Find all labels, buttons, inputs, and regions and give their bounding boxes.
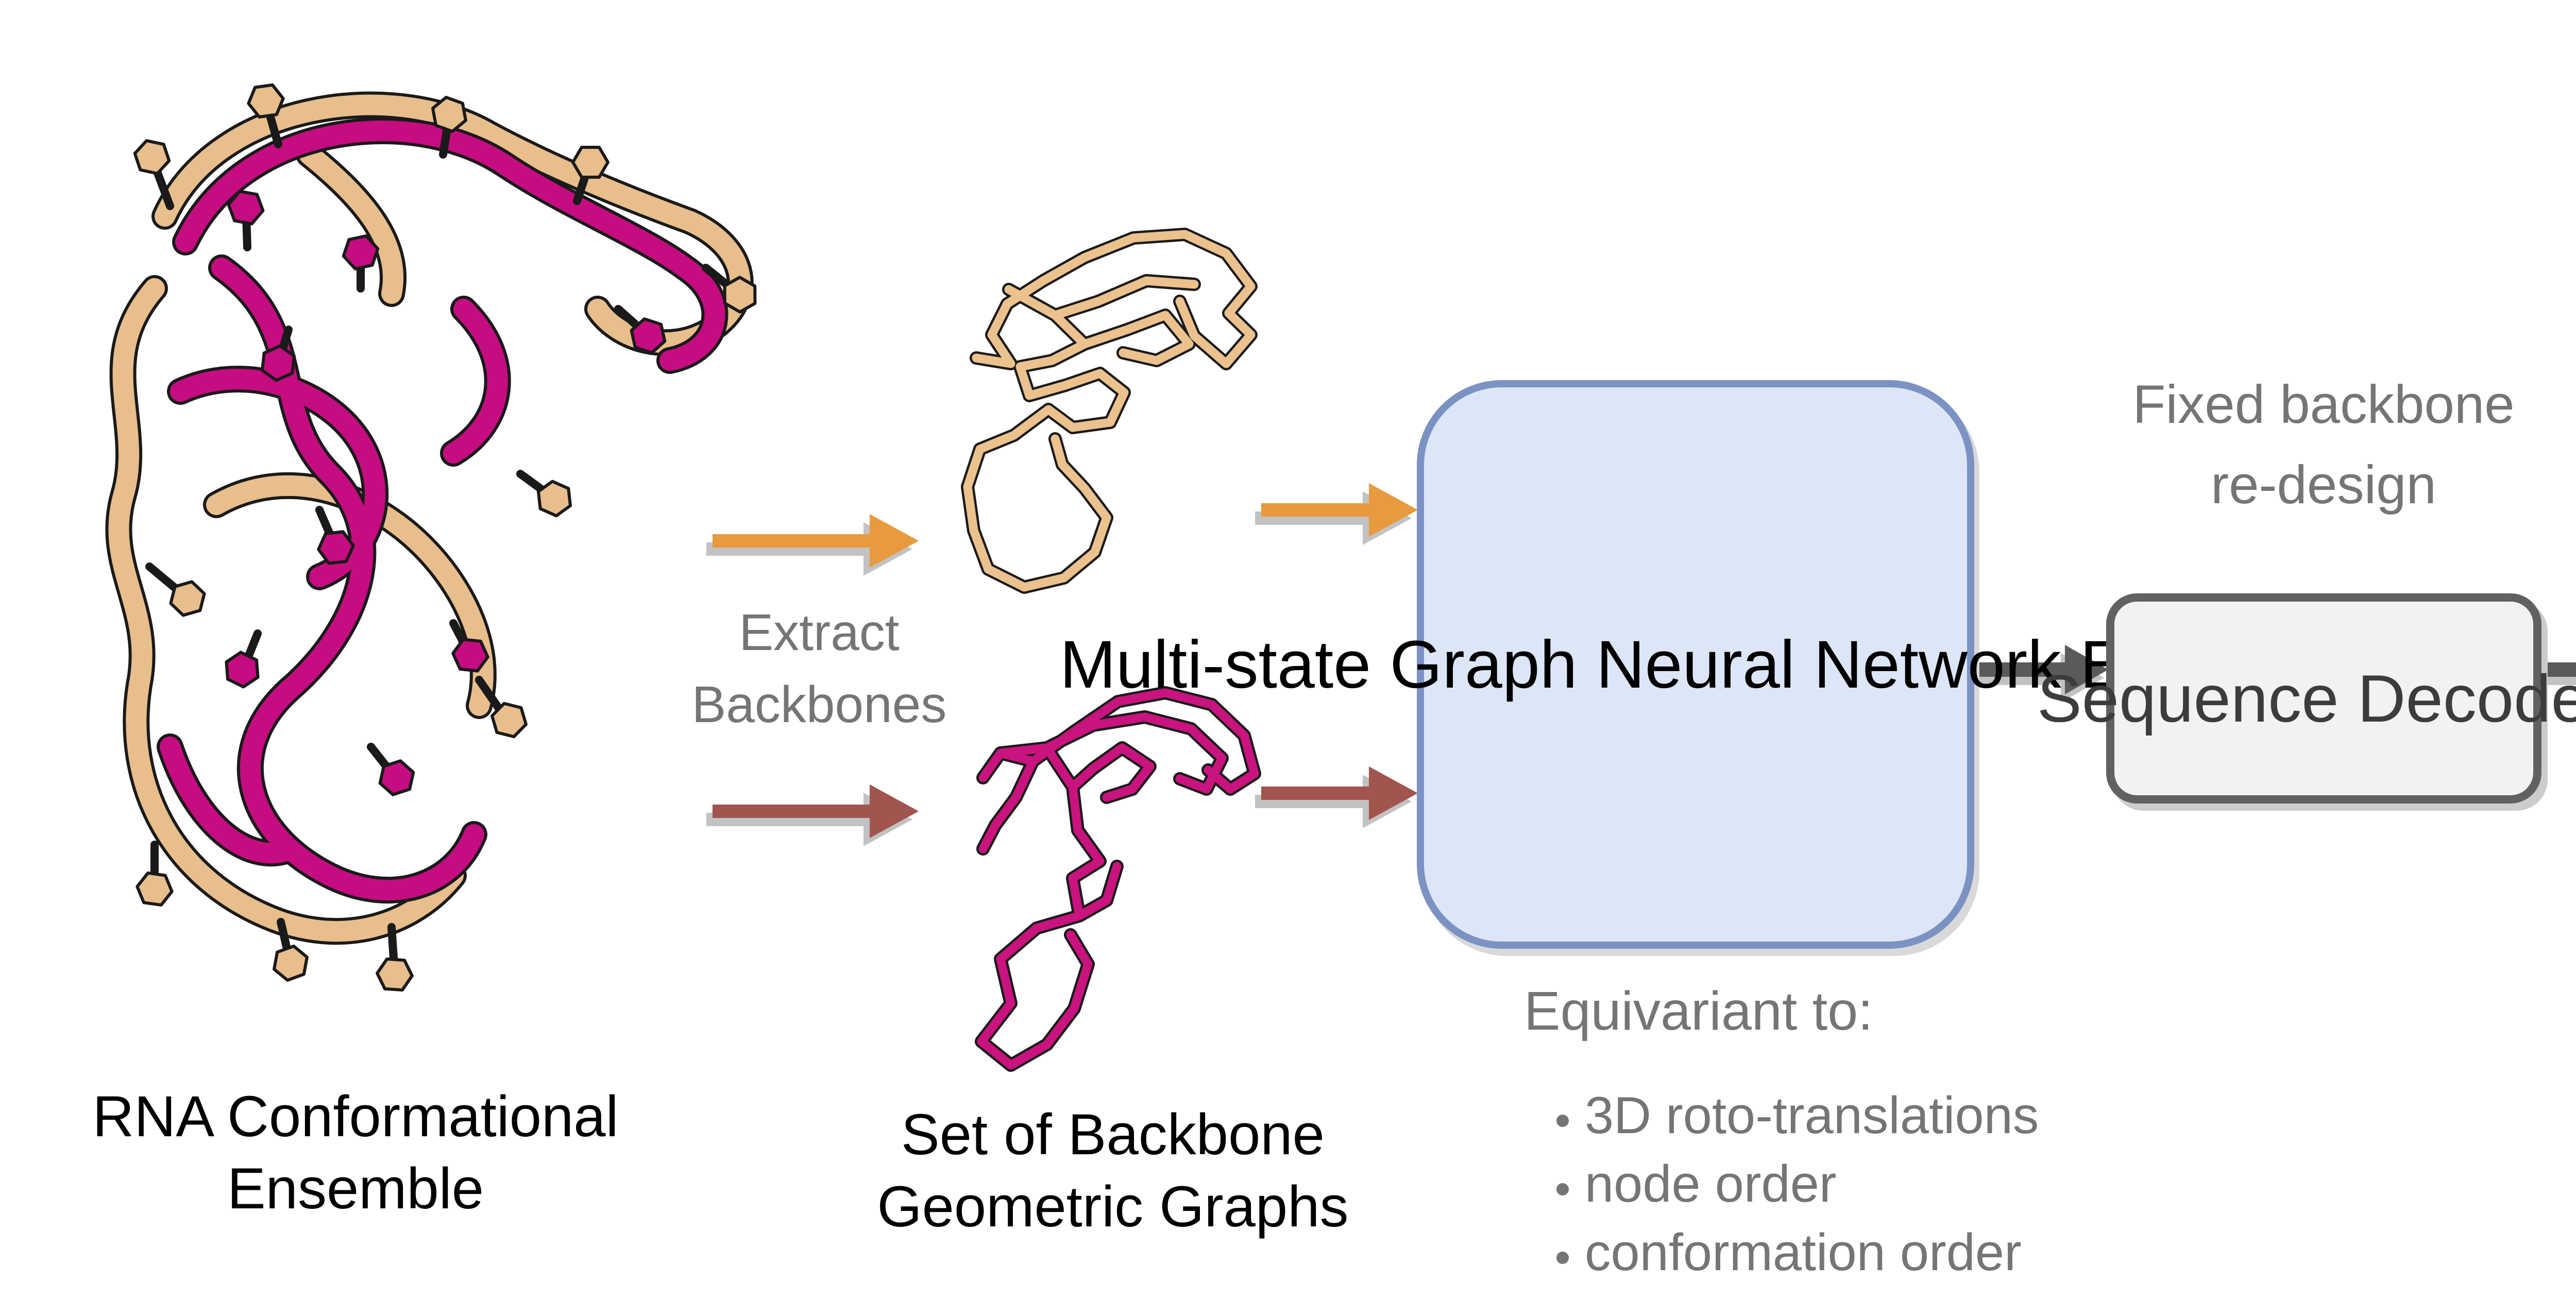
extract-arrow-orange xyxy=(706,514,919,576)
equivariance-item-node-order: node order xyxy=(1585,1150,2039,1219)
equivariance-list: 3D roto-translations node order conforma… xyxy=(1524,1082,2039,1287)
decoder-text-line1: Sequence xyxy=(2037,661,2339,736)
backbone-graphs-label: Set of Backbone Geometric Graphs xyxy=(877,1099,1349,1243)
ensemble-label-line2: Ensemble xyxy=(227,1156,484,1221)
encoder-text-line1: Multi-state xyxy=(1059,626,1371,702)
extract-label-line1: Extract xyxy=(739,604,900,661)
extract-arrow-maroon xyxy=(706,784,919,846)
equivariance-note: Equivariant to: 3D roto-translations nod… xyxy=(1524,983,2039,1287)
encoder-input-arrow-orange xyxy=(1255,483,1418,545)
decoder-box-text: Sequence Decoder xyxy=(2037,655,2576,742)
extract-label-line2: Backbones xyxy=(691,676,947,733)
sequence-decoder-box: Sequence Decoder xyxy=(2037,593,2576,804)
rna-ensemble-illustration xyxy=(105,84,762,991)
magenta-backbone-graph xyxy=(975,686,1261,1072)
tan-backbone-graph xyxy=(961,228,1258,594)
fixed-backbone-caption: Fixed backbone re-design xyxy=(2132,365,2514,525)
decoder-to-sequence-arrow xyxy=(2538,662,2576,685)
decoder-caption-line2: re-design xyxy=(2211,455,2436,515)
graphs-label-line2: Geometric Graphs xyxy=(877,1174,1349,1239)
decoder-caption-line1: Fixed backbone xyxy=(2132,374,2515,435)
equivariance-item-conformation-order: conformation order xyxy=(1585,1219,2039,1287)
multi-state-gnn-encoder-box: Multi-state Graph Neural Network Encoder xyxy=(1060,380,2331,949)
extract-backbones-label: Extract Backbones xyxy=(692,596,947,741)
encoder-input-arrow-maroon xyxy=(1255,766,1418,828)
decoder-text-line2: Decoder xyxy=(2357,661,2576,736)
ensemble-label-line1: RNA Conformational xyxy=(92,1084,619,1149)
tan-base-hexagons xyxy=(132,84,762,991)
magenta-base-hexagons xyxy=(220,190,670,798)
equivariance-heading: Equivariant to: xyxy=(1524,981,1873,1041)
ensemble-label: RNA Conformational Ensemble xyxy=(93,1081,619,1225)
encoder-to-decoder-arrow xyxy=(1972,645,2108,703)
encoder-text-line3: Network xyxy=(1814,626,2061,702)
equivariance-item-roto-translations: 3D roto-translations xyxy=(1585,1082,2039,1150)
encoder-text-line2: Graph Neural xyxy=(1389,626,1795,702)
graphs-label-line1: Set of Backbone xyxy=(901,1102,1325,1167)
